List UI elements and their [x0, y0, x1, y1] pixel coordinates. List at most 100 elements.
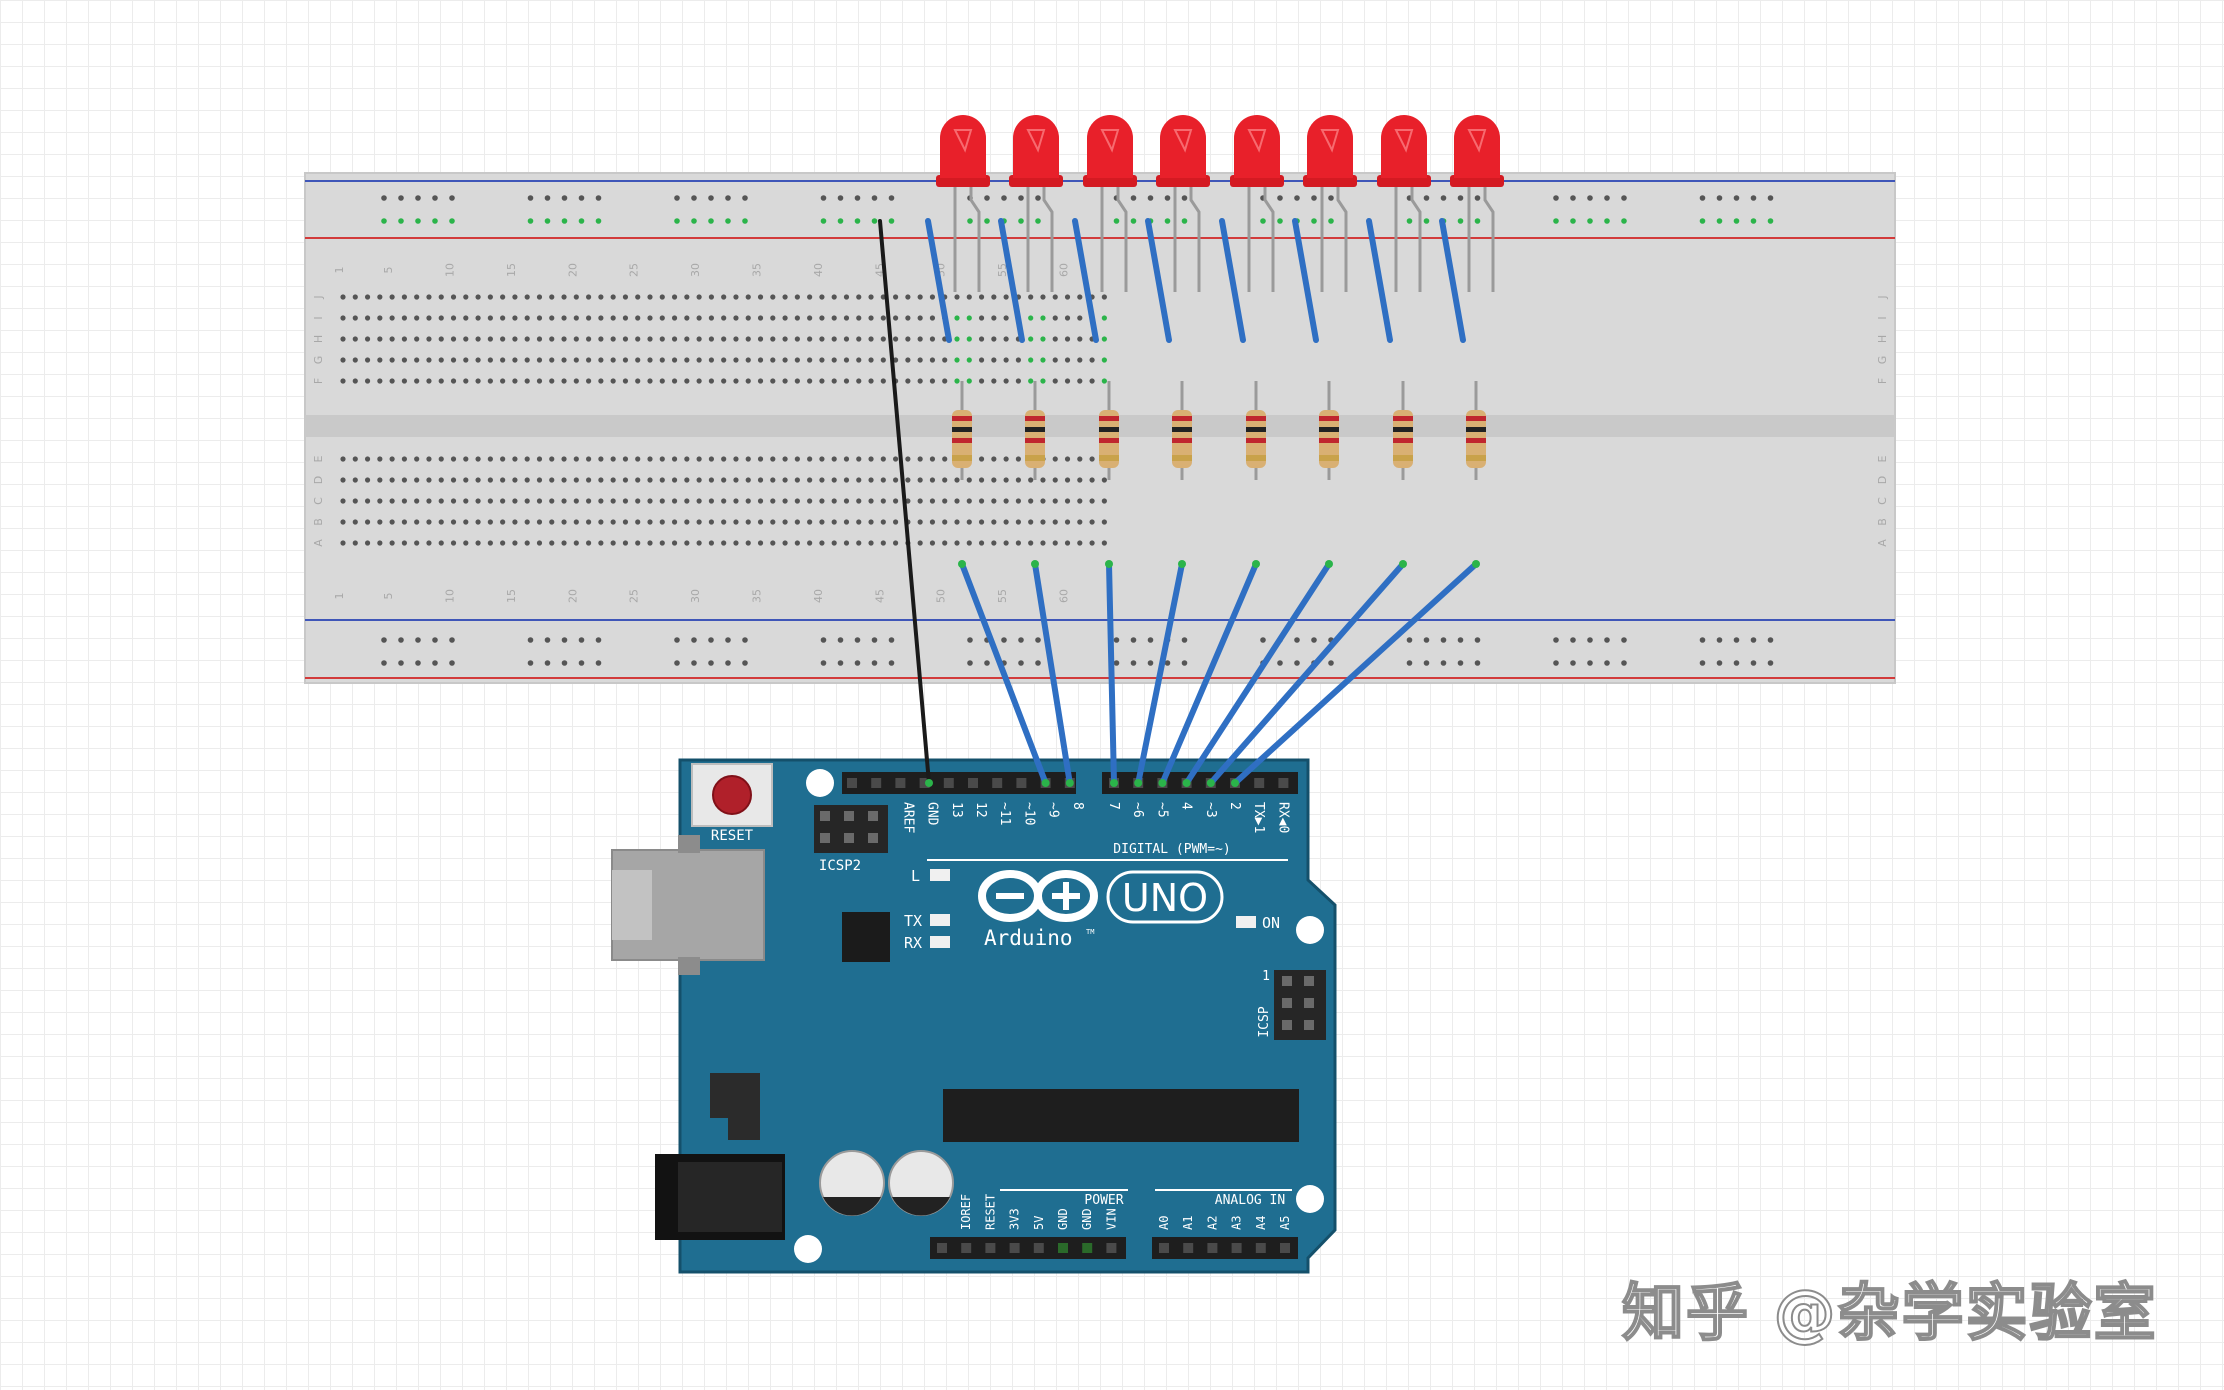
- breadboard-hole: [1101, 315, 1107, 321]
- rail-hole: [1587, 660, 1593, 666]
- rail-hole: [561, 637, 568, 643]
- rail-hole: [742, 195, 748, 201]
- breadboard-hole: [905, 498, 911, 504]
- breadboard-hole: [352, 498, 358, 504]
- breadboard-hole: [733, 336, 739, 342]
- breadboard-hole: [929, 540, 936, 546]
- rail-hole: [1716, 218, 1723, 224]
- rail-hole: [381, 218, 387, 224]
- rail-hole: [1113, 218, 1120, 224]
- column-number-bottom: 1: [333, 593, 346, 600]
- header-pin: [1255, 1243, 1266, 1253]
- breadboard-hole: [1052, 456, 1058, 462]
- cathode-jumper-wire: [1439, 218, 1466, 343]
- breadboard-hole: [340, 357, 346, 363]
- breadboard-hole: [414, 315, 420, 321]
- breadboard-hole: [389, 456, 395, 462]
- breadboard-hole: [438, 378, 444, 384]
- rail-hole: [1406, 637, 1413, 643]
- icsp-pin: [1304, 976, 1314, 986]
- rail-hole: [561, 660, 568, 666]
- breadboard-hole: [647, 519, 653, 525]
- rail-hole: [578, 660, 585, 666]
- breadboard-hole: [512, 477, 518, 483]
- breadboard-hole: [696, 294, 702, 300]
- icsp-pin: [1282, 976, 1292, 986]
- breadboard-hole: [1040, 315, 1046, 321]
- breadboard-hole: [745, 498, 751, 504]
- wire-end: [1472, 560, 1480, 568]
- column-number-bottom: 45: [873, 589, 886, 603]
- breadboard-hole: [782, 336, 788, 342]
- header-pin: [1254, 778, 1265, 788]
- breadboard-hole: [893, 357, 899, 363]
- breadboard-hole: [708, 456, 715, 462]
- analog-pin-label: A2: [1205, 1216, 1219, 1230]
- breadboard-hole: [610, 294, 616, 300]
- reset-button[interactable]: [712, 775, 752, 815]
- rail-hole: [544, 195, 551, 201]
- breadboard-hole: [868, 456, 874, 462]
- breadboard-hole: [954, 294, 960, 300]
- rail-hole: [1587, 637, 1593, 643]
- breadboard-hole: [671, 294, 678, 300]
- rail-hole: [1440, 637, 1447, 643]
- breadboard-hole: [905, 378, 911, 384]
- breadboard-hole: [573, 540, 579, 546]
- signal-jumper-wire: [959, 561, 1049, 786]
- breadboard-hole: [721, 540, 727, 546]
- breadboard-hole: [917, 378, 923, 384]
- rail-hole: [1457, 660, 1464, 666]
- breadboard-hole: [905, 294, 911, 300]
- breadboard-hole: [647, 294, 653, 300]
- row-letter: H: [1876, 335, 1889, 343]
- wire-end: [1110, 779, 1118, 787]
- digital-pin-label: ~3: [1203, 802, 1218, 818]
- rail-hole: [415, 637, 421, 643]
- rail-hole: [1716, 195, 1723, 201]
- breadboard-hole: [610, 498, 616, 504]
- breadboard-hole: [1015, 456, 1022, 462]
- rail-hole: [1621, 637, 1627, 643]
- breadboard-hole: [586, 498, 592, 504]
- breadboard-hole: [954, 357, 960, 363]
- breadboard-hole: [733, 477, 739, 483]
- breadboard-hole: [978, 336, 985, 342]
- column-number-bottom: 10: [444, 589, 457, 603]
- breadboard-hole: [450, 540, 457, 546]
- breadboard-hole: [487, 294, 493, 300]
- header-pin: [919, 778, 930, 788]
- breadboard-hole: [622, 336, 629, 342]
- breadboard-hole: [1064, 294, 1071, 300]
- header-pin: [1231, 1243, 1242, 1253]
- breadboard-hole: [659, 336, 665, 342]
- rail-hole: [1733, 218, 1740, 224]
- led: [1156, 115, 1210, 292]
- rail-hole: [595, 218, 602, 224]
- resistor: [1172, 381, 1192, 480]
- rail-hole: [1750, 660, 1757, 666]
- breadboard-hole: [991, 294, 997, 300]
- breadboard-hole: [1003, 294, 1009, 300]
- breadboard-hole: [684, 456, 690, 462]
- breadboard-hole: [426, 456, 432, 462]
- breadboard-hole: [401, 519, 407, 525]
- breadboard-hole: [843, 456, 850, 462]
- breadboard-hole: [438, 336, 444, 342]
- breadboard-hole: [610, 378, 616, 384]
- breadboard-hole: [426, 498, 432, 504]
- breadboard-hole: [708, 498, 715, 504]
- breadboard-hole: [401, 378, 407, 384]
- breadboard-hole: [340, 456, 346, 462]
- rail-hole: [415, 218, 421, 224]
- digital-header-left-body: [842, 772, 1076, 794]
- column-number-top: 30: [689, 263, 702, 277]
- breadboard-hole: [1101, 477, 1107, 483]
- breadboard-hole: [1003, 498, 1009, 504]
- breadboard-hole: [978, 540, 985, 546]
- breadboard-hole: [794, 519, 800, 525]
- breadboard-hole: [708, 336, 715, 342]
- breadboard-hole: [1064, 357, 1071, 363]
- rail-hole: [398, 660, 404, 666]
- icsp-pin: [1282, 1020, 1292, 1030]
